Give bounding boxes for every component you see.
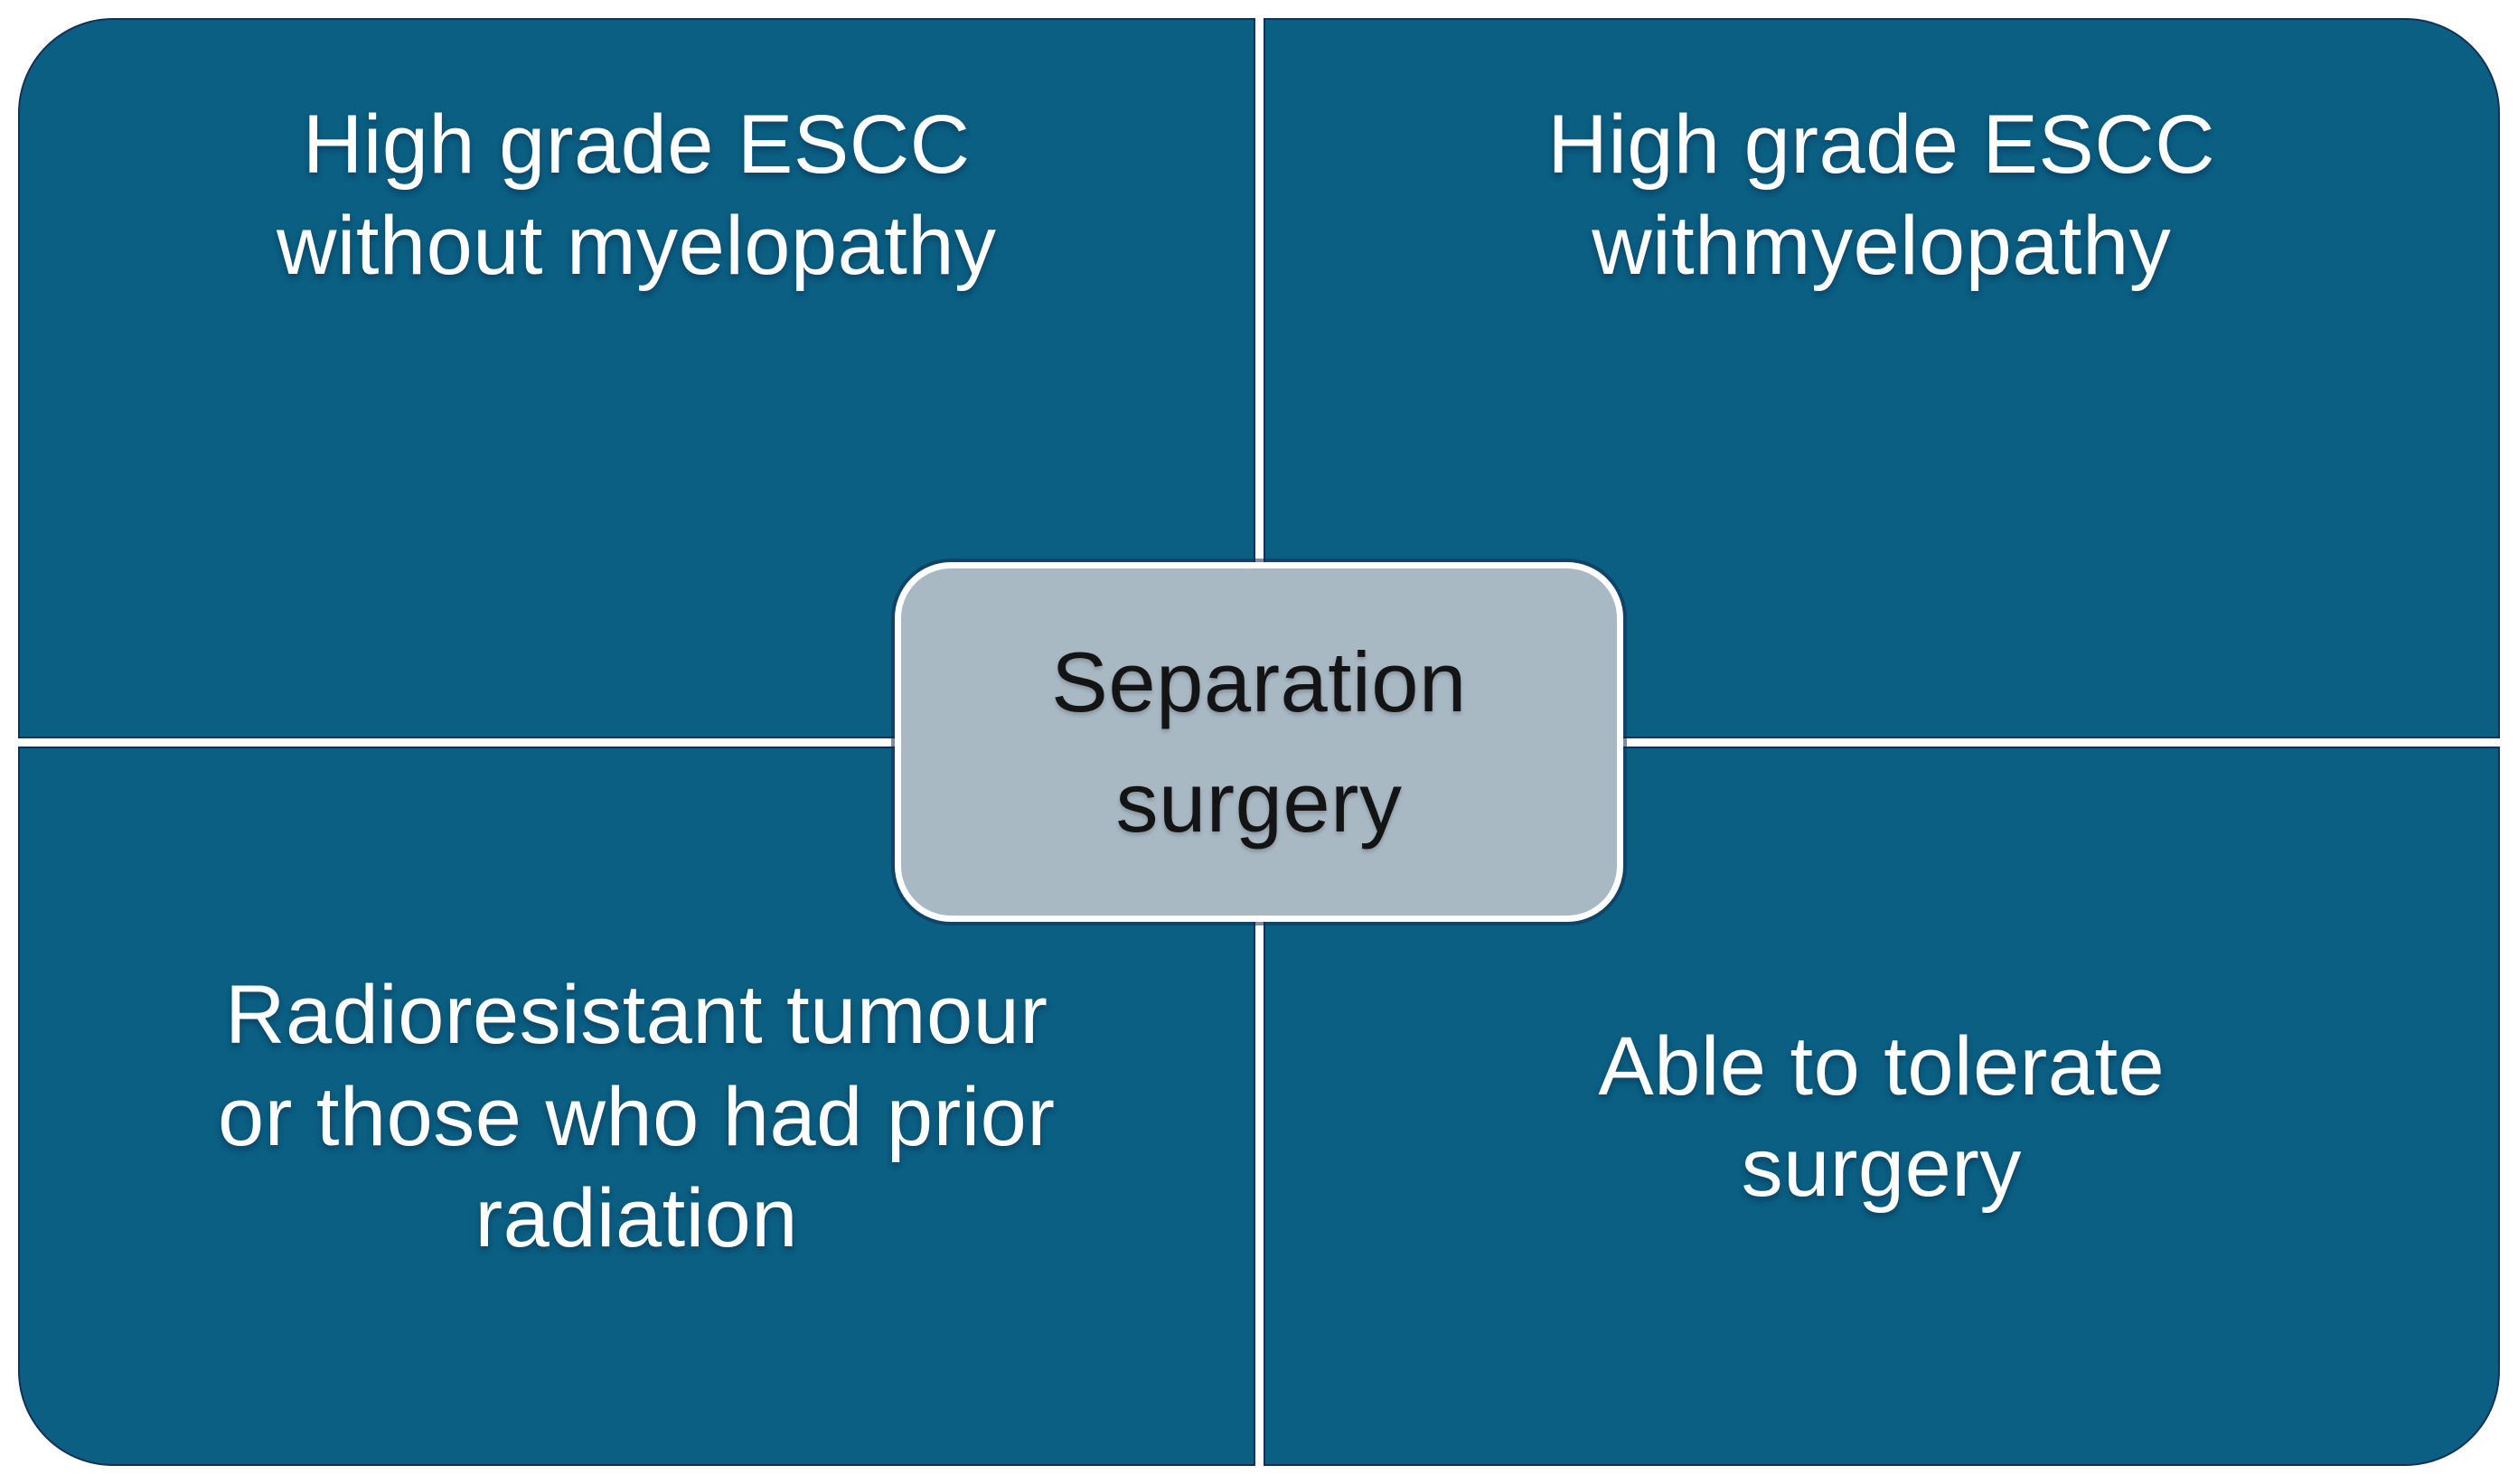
quadrant-top-left: High grade ESCC without myelopathy — [18, 18, 1255, 738]
quadrant-bottom-right-label: Able to tolerate surgery — [1598, 1019, 2166, 1214]
separation-surgery-box: Separation surgery — [895, 562, 1623, 922]
separation-surgery-label: Separation surgery — [1051, 634, 1467, 850]
quadrant-bottom-left-label: Radioresistant tumour or those who had p… — [218, 969, 1056, 1264]
quadrant-top-right-label: High grade ESCC withmyelopathy — [1547, 99, 2216, 293]
quadrant-top-left-label: High grade ESCC without myelopathy — [276, 99, 997, 293]
